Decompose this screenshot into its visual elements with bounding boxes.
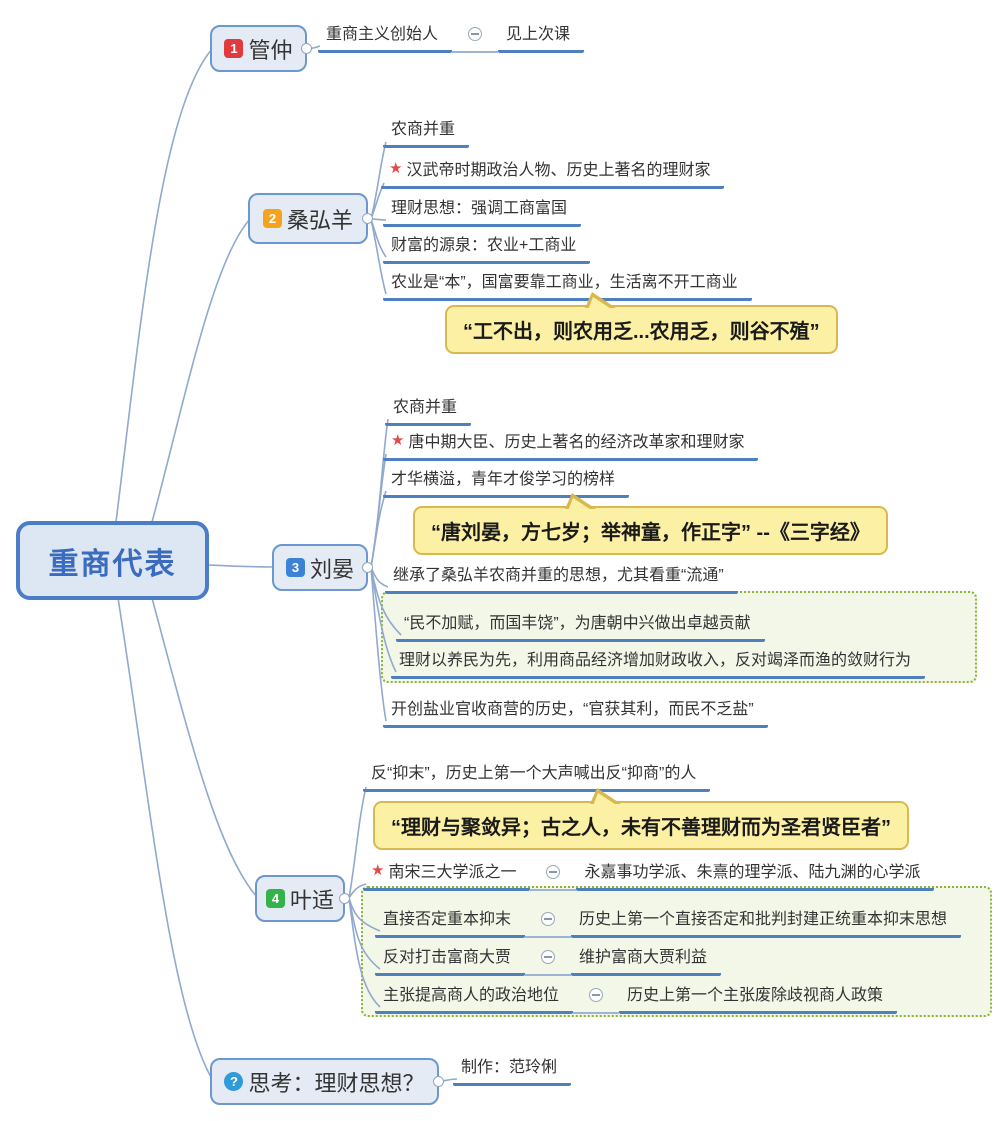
item-text: 维护富商大贾利益 [579, 949, 708, 966]
branch-row[interactable]: 财富的源泉：农业+工商业 [383, 228, 591, 264]
priority-3-icon: 3 [285, 558, 305, 577]
priority-1-icon: 1 [224, 39, 244, 58]
branch-row[interactable]: 直接否定重本抑末 历史上第一个直接否定和批判封建正统重本抑末思想 [375, 902, 962, 938]
callout-text: “工不出，则农用乏...农用乏，则谷不殖” [463, 321, 820, 343]
topic-yeshi[interactable]: 4 叶适 [255, 875, 350, 922]
item-text: 唐中期大臣、历史上著名的经济改革家和理财家 [408, 434, 745, 451]
item-text: 财富的源泉：农业+工商业 [391, 237, 577, 254]
item-text: 历史上第一个直接否定和批判封建正统重本抑末思想 [579, 911, 948, 928]
joiner [525, 940, 572, 976]
collapse-icon[interactable] [541, 950, 556, 964]
topic-sikao[interactable]: ? 思考：理财思想？ [210, 1058, 444, 1105]
topic-sanghongyang[interactable]: 2 桑弘羊 [248, 193, 373, 244]
item-text: 开创盐业官收商营的历史，“官获其利，而民不乏盐” [391, 701, 754, 718]
branch-row[interactable]: 理财思想：强调工商富国 [383, 191, 582, 227]
topic-label: 叶适 [289, 887, 334, 913]
item-label: 见上次课 [498, 17, 585, 53]
item-text: 才华横溢，青年才俊学习的榜样 [391, 471, 616, 488]
branch-row[interactable]: 反对打击富商大贾 维护富商大贾利益 [375, 940, 722, 976]
collapse-handle-icon[interactable] [301, 42, 312, 54]
branch-row[interactable]: 继承了桑弘羊农商并重的思想，尤其看重“流通” [385, 558, 738, 594]
callout-yeshi-quote[interactable]: “理财与聚敛异；古之人，未有不善理财而为圣君贤臣者” [373, 788, 909, 850]
branch-row[interactable]: 理财以养民为先，利用商品经济增加财政收入，反对竭泽而渔的敛财行为 [391, 643, 926, 679]
branch-row[interactable]: 开创盐业官收商营的历史，“官获其利，而民不乏盐” [383, 692, 768, 728]
joiner [452, 17, 499, 53]
topic-liuyan[interactable]: 3 刘晏 [272, 544, 373, 591]
topic-label: 桑弘羊 [286, 207, 353, 233]
item-label: 重商主义创始人 [318, 17, 453, 53]
star-icon: ★ [389, 160, 403, 177]
central-topic-label: 重商代表 [48, 547, 177, 581]
branch-row[interactable]: ★ 汉武帝时期政治人物、历史上著名的理财家 [381, 153, 725, 189]
topic-label: 刘晏 [309, 556, 354, 582]
item-text: 农业是“本”，国富要靠工商业，生活离不开工商业 [391, 274, 738, 291]
item-text: 继承了桑弘羊农商并重的思想，尤其看重“流通” [393, 567, 724, 584]
branch-row[interactable]: 才华横溢，青年才俊学习的榜样 [383, 462, 630, 498]
joiner [573, 978, 620, 1014]
topic-guanzhong[interactable]: 1 管仲 [210, 25, 312, 72]
branch-row-school[interactable]: ★ 南宋三大学派之一 永嘉事功学派、朱熹的理学派、陆九渊的心学派 [363, 855, 935, 891]
item-text: 永嘉事功学派、朱熹的理学派、陆九渊的心学派 [584, 864, 921, 881]
item-text: 理财思想：强调工商富国 [391, 200, 568, 217]
item-text: 农商并重 [393, 399, 458, 416]
branch-row[interactable]: 主张提高商人的政治地位 历史上第一个主张废除歧视商人政策 [375, 978, 898, 1014]
branch-row-credit[interactable]: 制作：范玲俐 [453, 1050, 572, 1086]
item-text: 直接否定重本抑末 [383, 911, 512, 928]
item-text: 南宋三大学派之一 [388, 864, 517, 881]
item-text: 农商并重 [391, 121, 456, 138]
topic-label: 管仲 [248, 37, 293, 63]
callout-text: “唐刘晏，方七岁；举神童，作正字” --《三字经》 [431, 522, 870, 544]
central-topic[interactable]: 重商代表 [16, 521, 209, 600]
item-text: “民不加赋，而国丰饶”，为唐朝中兴做出卓越贡献 [404, 615, 751, 632]
item-text: 理财以养民为先，利用商品经济增加财政收入，反对竭泽而渔的敛财行为 [399, 652, 912, 669]
collapse-handle-icon[interactable] [362, 561, 373, 573]
branch-row[interactable]: 农业是“本”，国富要靠工商业，生活离不开工商业 [383, 265, 752, 301]
branch-row-guanzhong[interactable]: 重商主义创始人 见上次课 [318, 17, 585, 53]
item-text: 历史上第一个主张废除歧视商人政策 [627, 987, 884, 1004]
star-icon: ★ [371, 862, 385, 879]
item-text: 重商主义创始人 [326, 26, 439, 43]
priority-2-icon: 2 [262, 209, 282, 228]
callout-sanghongyang-quote[interactable]: “工不出，则农用乏...农用乏，则谷不殖” [445, 292, 838, 354]
collapse-handle-icon[interactable] [433, 1075, 444, 1087]
question-icon: ? [224, 1072, 244, 1091]
collapse-icon[interactable] [546, 865, 561, 879]
collapse-icon[interactable] [589, 988, 604, 1002]
topic-label: 思考：理财思想？ [248, 1070, 425, 1096]
collapse-icon[interactable] [541, 912, 556, 926]
branch-row[interactable]: 农商并重 [383, 112, 470, 148]
branch-row[interactable]: ★ 唐中期大臣、历史上著名的经济改革家和理财家 [383, 425, 759, 461]
item-text: 反对打击富商大贾 [383, 949, 512, 966]
item-text: 反“抑末”，历史上第一个大声喊出反“抑商”的人 [371, 765, 697, 782]
callout-text: “理财与聚敛异；古之人，未有不善理财而为圣君贤臣者” [391, 817, 891, 839]
item-text: 主张提高商人的政治地位 [383, 987, 560, 1004]
collapse-handle-icon[interactable] [362, 212, 373, 224]
branch-row[interactable]: 反“抑末”，历史上第一个大声喊出反“抑商”的人 [363, 756, 711, 792]
priority-4-icon: 4 [265, 889, 285, 908]
collapse-handle-icon[interactable] [339, 892, 350, 904]
boundary-box-yeshi[interactable] [361, 886, 992, 1017]
callout-liuyan-quote[interactable]: “唐刘晏，方七岁；举神童，作正字” --《三字经》 [413, 493, 888, 555]
item-text: 制作：范玲俐 [461, 1059, 558, 1076]
branch-row[interactable]: 农商并重 [385, 390, 472, 426]
joiner [530, 855, 577, 891]
collapse-icon[interactable] [468, 27, 483, 41]
branch-row[interactable]: “民不加赋，而国丰饶”，为唐朝中兴做出卓越贡献 [396, 606, 765, 642]
item-text: 汉武帝时期政治人物、历史上著名的理财家 [406, 162, 711, 179]
item-text: 见上次课 [506, 26, 571, 43]
joiner [525, 902, 572, 938]
star-icon: ★ [391, 432, 405, 449]
